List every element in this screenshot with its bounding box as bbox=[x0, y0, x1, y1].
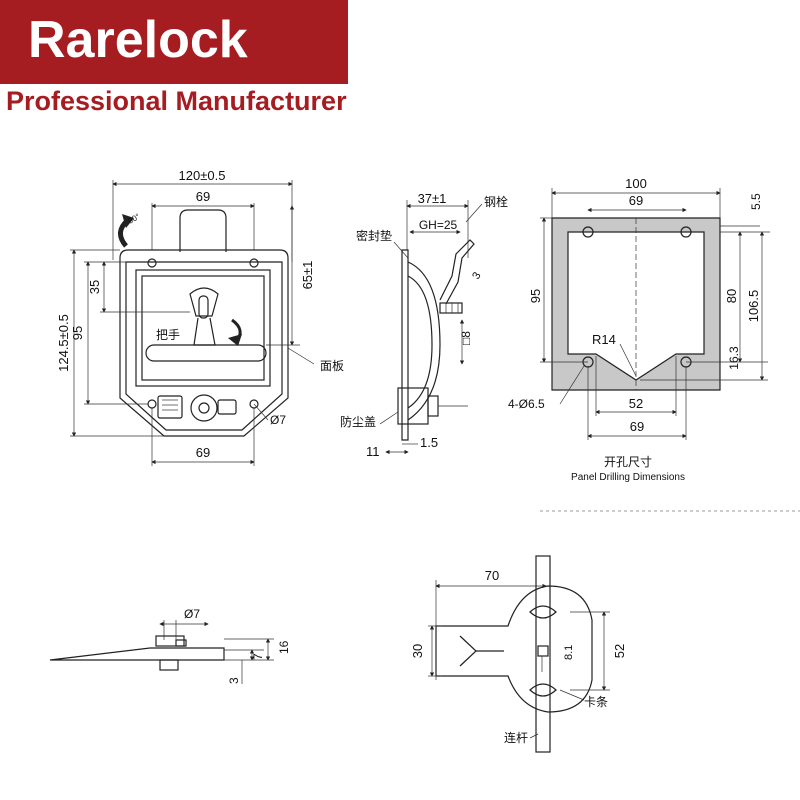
cutout-dim-notch: 52 bbox=[629, 396, 643, 411]
cutout-dim-bottom-spacing: 69 bbox=[630, 419, 644, 434]
cutout-radius-label: R14 bbox=[592, 332, 616, 347]
side-dim-depth: 37±1 bbox=[418, 191, 447, 206]
front-view: 120±0.5 69 90° 把手 bbox=[56, 168, 344, 466]
side-dim-gh: GH=25 bbox=[419, 218, 458, 232]
side-view: 37±1 GH=25 钢栓 密封垫 3 □8 防尘盖 11 1.5 bbox=[340, 191, 508, 459]
brand-banner: Rarelock bbox=[0, 0, 348, 84]
br-dim-height: 52 bbox=[612, 644, 627, 658]
front-dim-hole-offset: 35 bbox=[87, 280, 102, 294]
side-dim-square: □8 bbox=[459, 331, 473, 345]
cutout-dim-top: 5.5 bbox=[749, 193, 763, 210]
br-dim-width: 30 bbox=[410, 644, 425, 658]
cutout-dim-width: 100 bbox=[625, 176, 647, 191]
front-panel-label: 面板 bbox=[320, 359, 344, 373]
cutout-dim-bottom-offset: 16.3 bbox=[727, 346, 741, 370]
front-rotation-label: 90° bbox=[127, 212, 142, 226]
brand-logo: Rarelock bbox=[28, 11, 248, 69]
bl-dim-hole: Ø7 bbox=[184, 607, 200, 621]
front-dim-bottom: 69 bbox=[196, 445, 210, 460]
side-dust-cover-label: 防尘盖 bbox=[340, 414, 376, 429]
side-dim-plate: 1.5 bbox=[420, 435, 438, 450]
front-dim-height: 124.5±0.5 bbox=[56, 314, 71, 372]
cutout-view: 100 69 R14 5.5 80 106.5 16.3 95 4-Ø6.5 bbox=[508, 176, 770, 483]
front-handle-label: 把手 bbox=[156, 328, 180, 342]
front-dim-width: 120±0.5 bbox=[179, 168, 226, 183]
bottom-left-view: Ø7 16 7 3 bbox=[49, 607, 291, 684]
cutout-holes-label: 4-Ø6.5 bbox=[508, 397, 545, 411]
front-dim-top-inner: 69 bbox=[196, 189, 210, 204]
cutout-dim-total-height: 106.5 bbox=[746, 290, 761, 323]
side-dim-stem: 11 bbox=[366, 444, 380, 459]
br-dim-length: 70 bbox=[485, 568, 499, 583]
cutout-dim-inner-height: 80 bbox=[724, 289, 739, 303]
cutout-caption-cn: 开孔尺寸 bbox=[604, 455, 652, 469]
bl-dim-16: 16 bbox=[277, 640, 291, 654]
side-bolt-label: 钢栓 bbox=[484, 194, 508, 209]
br-rod-label: 连杆 bbox=[504, 730, 528, 745]
side-dim-bend: 3 bbox=[470, 270, 483, 281]
side-seal-label: 密封垫 bbox=[356, 228, 392, 243]
bl-dim-3: 3 bbox=[227, 677, 241, 684]
cutout-dim-hole-spacing: 69 bbox=[629, 193, 643, 208]
front-dim-height-inner: 95 bbox=[70, 326, 85, 340]
bl-dim-7: 7 bbox=[251, 653, 265, 660]
br-dim-small: 8.1 bbox=[563, 645, 575, 660]
cutout-dim-height: 95 bbox=[528, 289, 543, 303]
front-hole-label: Ø7 bbox=[270, 413, 286, 427]
cutout-caption-en: Panel Drilling Dimensions bbox=[571, 472, 685, 483]
brand-tagline: Professional Manufacturer bbox=[6, 86, 347, 116]
front-dim-right-height: 65±1 bbox=[300, 261, 315, 290]
bottom-right-view: 70 8.1 52 30 卡条 连杆 bbox=[410, 555, 627, 753]
br-clip-label: 卡条 bbox=[584, 695, 608, 709]
